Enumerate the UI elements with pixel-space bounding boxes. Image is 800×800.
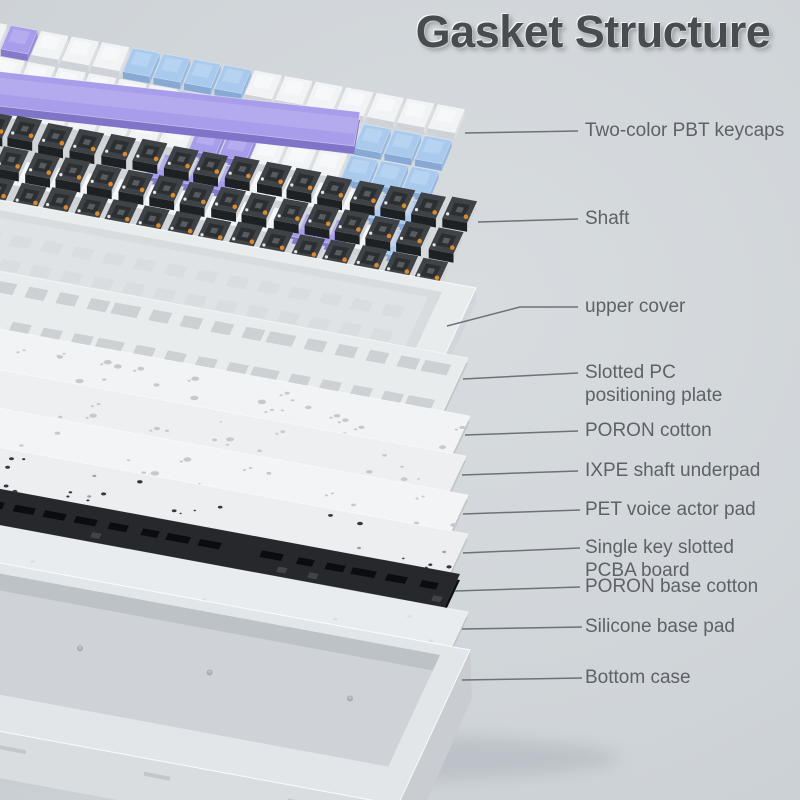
leader-lines — [446, 130, 583, 681]
label-poron-base: PORON base cotton — [585, 576, 759, 597]
label-poron-cotton: PORON cotton — [585, 420, 712, 441]
label-upper-cover: upper cover — [585, 296, 686, 317]
label-pcba-board: Single key slotted PCBA board — [585, 537, 734, 581]
page-title: Gasket Structure — [415, 6, 771, 57]
label-bottom-case: Bottom case — [585, 667, 691, 688]
label-silicone-pad: Silicone base pad — [585, 616, 735, 637]
label-shaft: Shaft — [585, 208, 630, 229]
label-pet-pad: PET voice actor pad — [585, 499, 756, 520]
label-keycaps: Two-color PBT keycaps — [585, 120, 785, 141]
label-ixpe-underpad: IXPE shaft underpad — [585, 460, 761, 481]
label-positioning-plate: Slotted PC positioning plate — [585, 362, 723, 406]
layer-bottom-case — [0, 562, 620, 800]
